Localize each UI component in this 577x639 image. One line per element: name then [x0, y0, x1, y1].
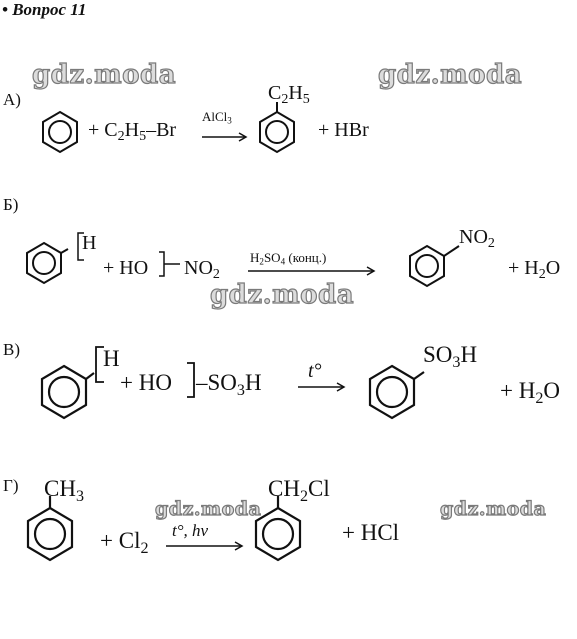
reaction-c-acid: + HO — [120, 370, 172, 395]
watermark: gdz.moda — [154, 497, 262, 520]
benzene-ring-icon — [409, 244, 460, 288]
reaction-d-label: Г) — [3, 476, 19, 495]
reaction-arrow-icon — [202, 132, 248, 142]
reaction-arrow-icon — [248, 266, 376, 276]
reaction-c-hydrogen: H — [103, 346, 120, 371]
reaction-a-catalyst: AlCl3 — [202, 109, 232, 126]
right-bracket-icon — [187, 362, 195, 398]
reaction-d-product-substituent: CH2Cl — [268, 476, 330, 505]
reaction-d-methyl: CH3 — [44, 476, 84, 505]
reaction-b-nitro-group: NO2 — [184, 257, 220, 283]
reaction-a-reactant: + C2H5–Br — [88, 119, 177, 145]
reaction-b-hydrogen: H — [82, 232, 97, 254]
reaction-c-product-sulfo: SO3H — [423, 342, 478, 371]
reaction-c-condition: t° — [308, 360, 322, 382]
benzene-ring-icon — [26, 496, 74, 562]
watermark: gdz.moda — [377, 59, 523, 90]
watermark: gdz.moda — [439, 497, 547, 520]
reaction-c-label: В) — [3, 340, 20, 359]
watermark: gdz.moda — [31, 59, 177, 90]
reaction-d-byproduct: + HCl — [342, 520, 400, 545]
reaction-d-condition: t°, hν — [172, 521, 209, 540]
reaction-d-chlorine: + Cl2 — [100, 528, 149, 557]
reaction-b-label: Б) — [3, 195, 19, 214]
reaction-b-product-nitro: NO2 — [459, 226, 495, 252]
left-bracket-icon — [77, 232, 84, 261]
right-bracket-bond-icon — [159, 251, 180, 277]
reaction-b-acid: + HO — [103, 257, 149, 279]
reaction-b-condition: H2SO4 (конц.) — [250, 250, 327, 267]
reaction-b-water: + H2O — [508, 257, 561, 283]
reaction-a-byproduct: + HBr — [318, 119, 369, 141]
benzene-ring-icon — [40, 364, 95, 420]
reaction-arrow-icon — [166, 541, 244, 551]
reaction-c-water: + H2O — [500, 378, 561, 407]
reaction-a-label: А) — [3, 90, 21, 109]
watermark: gdz.moda — [209, 279, 355, 310]
left-bracket-icon — [95, 346, 104, 383]
question-header: • Вопрос 11 — [2, 0, 87, 19]
reaction-c-sulfo-group: –SO3H — [196, 370, 262, 399]
benzene-ring-icon — [368, 364, 425, 420]
benzene-ring-icon — [42, 110, 78, 154]
benzene-ring-icon — [26, 241, 69, 285]
reaction-a-product-substituent: C2H5 — [268, 82, 310, 108]
reaction-arrow-icon — [298, 382, 346, 392]
benzene-ring-icon — [259, 102, 295, 154]
benzene-ring-icon — [254, 496, 302, 562]
